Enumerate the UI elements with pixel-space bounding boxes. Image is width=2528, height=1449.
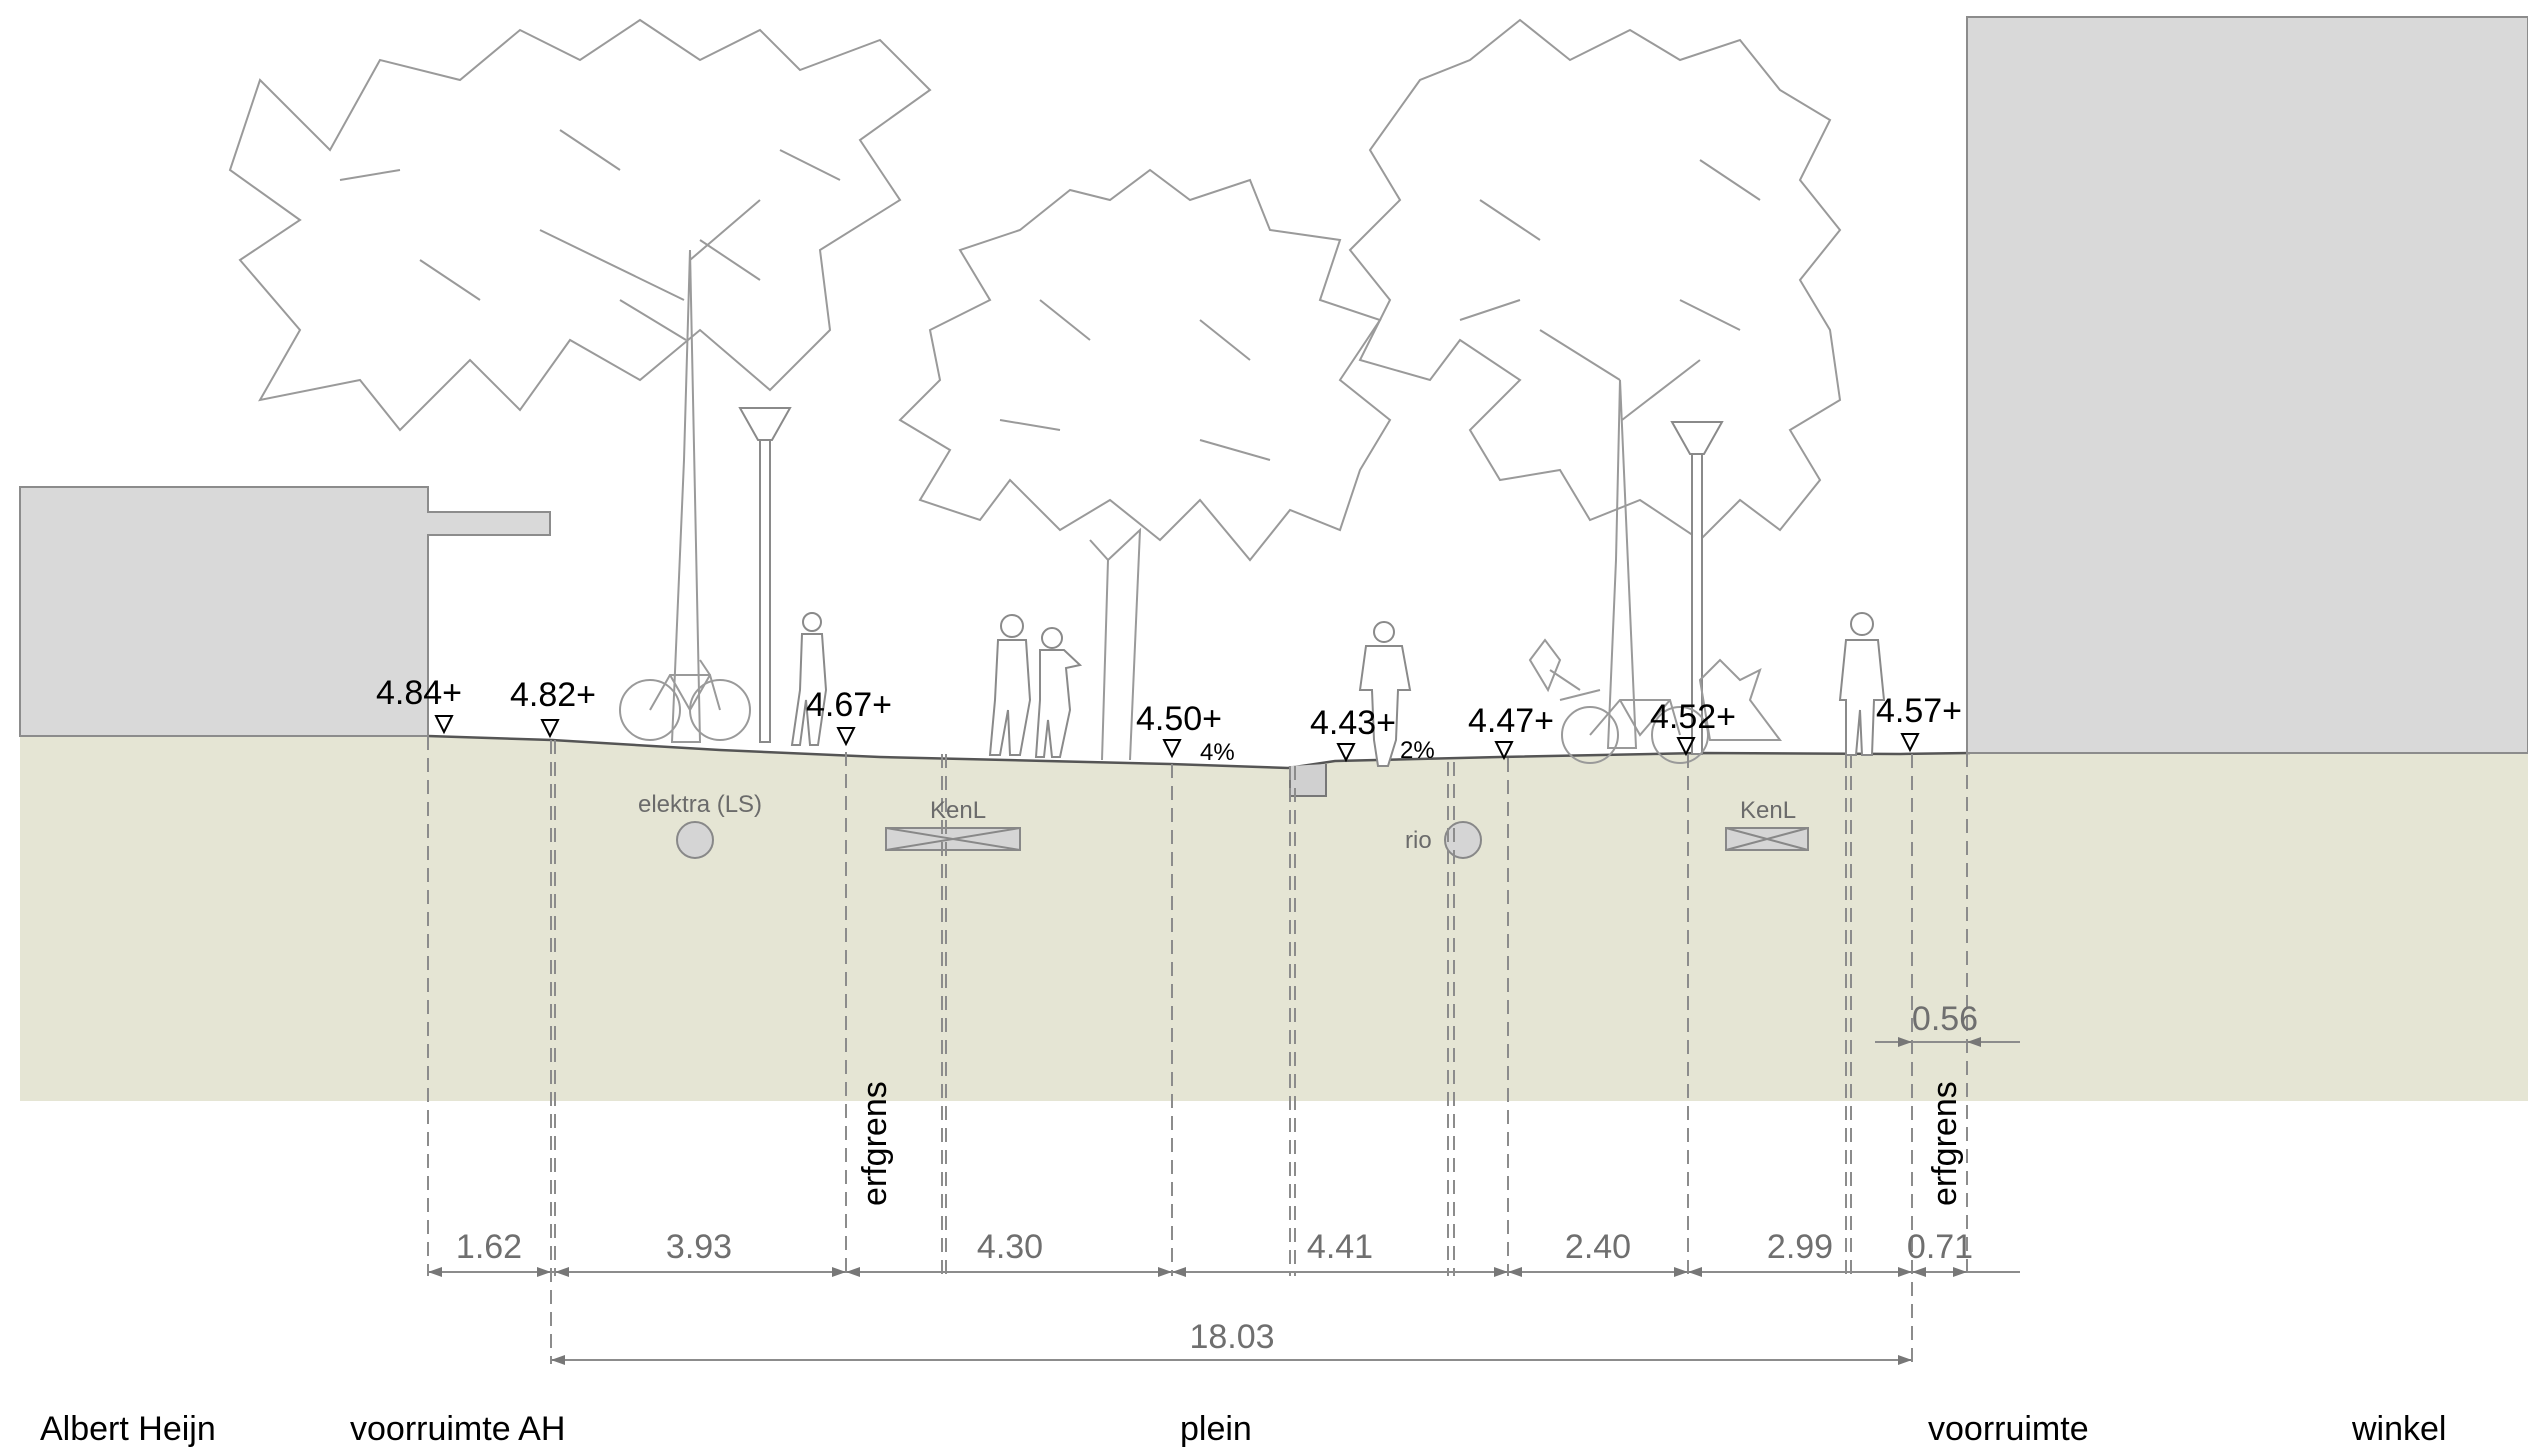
bicycle (619, 659, 751, 741)
building-winkel (1966, 16, 2528, 754)
street-lamp-left (738, 407, 792, 743)
level-label: 4.50+ (1136, 700, 1222, 738)
tree-left (228, 18, 932, 743)
person-right (1838, 612, 1886, 756)
dimension-label: 4.41 (1307, 1228, 1373, 1266)
ground-layer (20, 736, 2528, 1101)
utility-label-rio: rio (1405, 827, 1432, 854)
zone-label: voorruimte (1928, 1410, 2089, 1448)
level-markers (434, 715, 1920, 763)
level-label: 4.57+ (1876, 692, 1962, 730)
utility-pipe-elektra (676, 821, 714, 859)
total-dimension-label: 18.03 (1189, 1318, 1274, 1356)
person-center (1358, 621, 1412, 767)
utility-label-kenl: KenL (930, 797, 986, 824)
dimension-lines (428, 1037, 2020, 1365)
zone-label: winkel (2351, 1410, 2446, 1448)
utility-label-elektra: elektra (LS) (638, 791, 762, 818)
tree-center (898, 168, 1392, 761)
slope-label: 2% (1400, 737, 1435, 764)
zone-label: voorruimte AH (350, 1410, 565, 1448)
level-label: 4.82+ (510, 676, 596, 714)
dimension-label: 2.40 (1565, 1228, 1631, 1266)
level-label: 4.52+ (1650, 698, 1736, 736)
slope-label: 4% (1200, 739, 1235, 766)
utility-kenl-left (885, 827, 1021, 851)
dimension-label: 3.93 (666, 1228, 732, 1266)
planter-with-bicycles (1528, 638, 1782, 764)
person-left (790, 612, 828, 746)
utility-pipe-rio (1444, 821, 1482, 859)
zone-label: Albert Heijn (40, 1410, 216, 1448)
erfgrens-label: erfgrens (1926, 1081, 1964, 1206)
utility-kenl-right (1725, 827, 1809, 851)
street-surface-line (427, 734, 1971, 770)
dimension-label: 2.99 (1767, 1228, 1833, 1266)
level-label: 4.47+ (1468, 702, 1554, 740)
dimension-extension-lines (427, 736, 1968, 1364)
level-label: 4.84+ (376, 674, 462, 712)
drainage-gutter (1289, 764, 1327, 797)
dimension-label: 4.30 (977, 1228, 1043, 1266)
level-label: 4.43+ (1310, 704, 1396, 742)
street-lamp-right (1670, 421, 1724, 755)
dimension-label: 0.56 (1912, 1000, 1978, 1038)
dimension-label: 0.71 (1907, 1228, 1973, 1266)
utility-label-kenl: KenL (1740, 797, 1796, 824)
building-albert-heijn (19, 486, 551, 737)
tree-right (1348, 18, 1842, 749)
level-label: 4.67+ (806, 686, 892, 724)
zone-label: plein (1180, 1410, 1252, 1448)
erfgrens-label: erfgrens (856, 1081, 894, 1206)
dimension-label: 1.62 (456, 1228, 522, 1266)
couple-walking (988, 614, 1083, 758)
